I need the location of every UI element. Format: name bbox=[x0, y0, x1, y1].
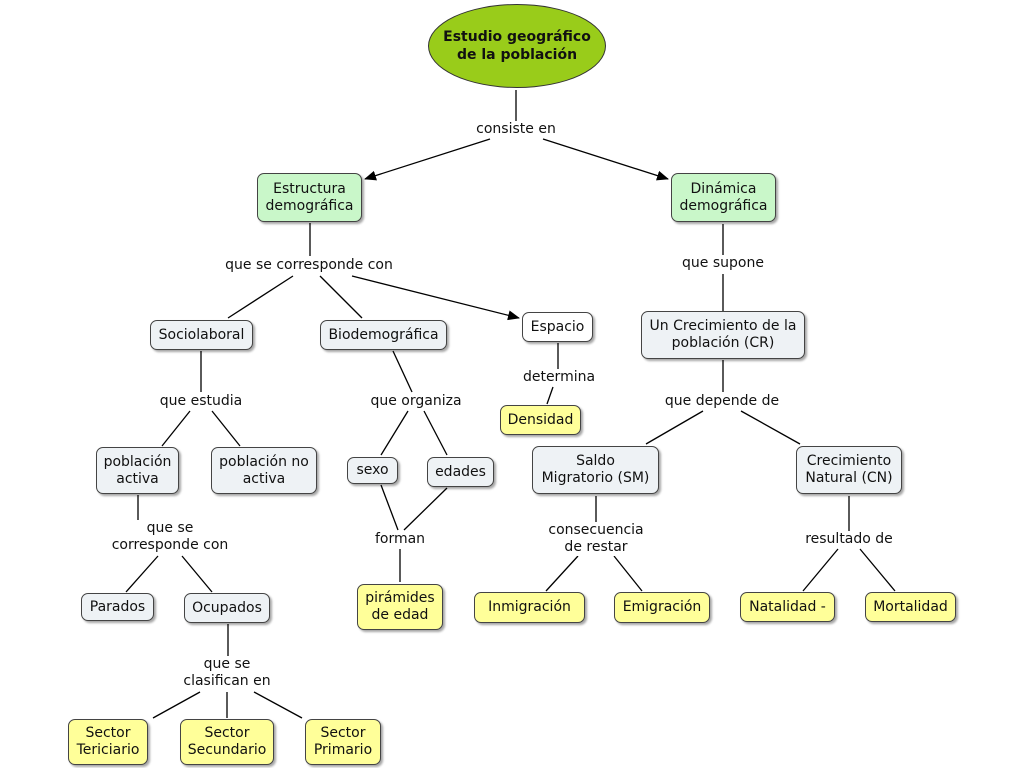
node-sociolaboral[interactable]: Sociolaboral bbox=[150, 320, 253, 350]
node-mortalidad[interactable]: Mortalidad bbox=[865, 592, 956, 622]
edge-resultado-natalidad bbox=[802, 548, 839, 592]
edge-estudia-activa bbox=[161, 410, 191, 447]
edge-edades-forman bbox=[403, 487, 448, 531]
edge-sexo-forman bbox=[380, 484, 399, 531]
edge-organiza-sexo bbox=[380, 410, 409, 456]
edge-resultado-mortalidad bbox=[859, 548, 896, 592]
node-poblacion-activa[interactable]: población activa bbox=[96, 447, 179, 494]
root-concept[interactable]: Estudio geográfico de la población bbox=[428, 4, 606, 88]
edge-consecuencia-emigracion bbox=[613, 555, 643, 592]
link-consecuencia-de-restar: consecuencia de restar bbox=[546, 522, 646, 556]
link-que-se-corresponde-con: que se corresponde con bbox=[223, 257, 395, 274]
node-crecimiento-poblacion[interactable]: Un Crecimiento de la población (CR) bbox=[641, 311, 805, 359]
link-forman: forman bbox=[372, 531, 428, 548]
node-crecimiento-natural[interactable]: Crecimiento Natural (CN) bbox=[796, 446, 902, 494]
edge-organiza-edades bbox=[423, 410, 448, 456]
edge-clasifican-primario bbox=[253, 691, 303, 719]
edge-corresponde2-ocupados bbox=[181, 555, 213, 593]
node-inmigracion[interactable]: Inmigración bbox=[474, 592, 585, 623]
node-densidad[interactable]: Densidad bbox=[500, 405, 581, 435]
edge-depende-natural bbox=[740, 410, 801, 445]
link-que-organiza: que organiza bbox=[368, 393, 464, 410]
link-que-supone: que supone bbox=[680, 255, 766, 272]
link-que-se-corresponde-con-2: que se corresponde con bbox=[109, 520, 231, 554]
edge-arrow-estructura bbox=[364, 138, 491, 181]
edge-determina-densidad bbox=[546, 386, 554, 405]
node-biodemografica[interactable]: Biodemográfica bbox=[320, 320, 447, 350]
edge-estudia-noactiva bbox=[211, 410, 241, 447]
edge-arrow-espacio bbox=[351, 275, 520, 321]
node-parados[interactable]: Parados bbox=[81, 593, 154, 621]
link-determina: determina bbox=[520, 369, 598, 386]
link-que-se-clasifican-en: que se clasifican en bbox=[181, 656, 273, 690]
node-ocupados[interactable]: Ocupados bbox=[184, 593, 270, 623]
link-resultado-de: resultado de bbox=[803, 531, 895, 548]
node-poblacion-no-activa[interactable]: población no activa bbox=[211, 447, 317, 494]
edge-consecuencia-inmigracion bbox=[545, 555, 579, 592]
link-que-depende-de: que depende de bbox=[662, 393, 782, 410]
edge-bio-organiza bbox=[392, 350, 413, 393]
edge-arrow-dinamica bbox=[542, 138, 669, 181]
node-espacio[interactable]: Espacio bbox=[522, 312, 593, 342]
link-que-estudia: que estudia bbox=[157, 393, 245, 410]
node-sector-terciario[interactable]: Sector Tericiario bbox=[68, 719, 148, 765]
node-sector-secundario[interactable]: Sector Secundario bbox=[180, 719, 274, 765]
node-edades[interactable]: edades bbox=[427, 457, 494, 487]
edge-corresponde2-parados bbox=[125, 555, 159, 593]
node-sexo[interactable]: sexo bbox=[347, 457, 398, 484]
edge-clasifican-terciario bbox=[152, 691, 201, 719]
node-emigracion[interactable]: Emigración bbox=[614, 592, 710, 623]
node-piramides-de-edad[interactable]: pirámides de edad bbox=[357, 584, 443, 630]
node-natalidad[interactable]: Natalidad - bbox=[740, 592, 835, 622]
edge-corresponde-sociolaboral bbox=[227, 275, 294, 319]
edge-depende-saldo bbox=[645, 410, 704, 445]
node-dinamica-demografica[interactable]: Dinámica demográfica bbox=[671, 173, 776, 222]
link-consiste-en: consiste en bbox=[474, 121, 558, 138]
node-estructura-demografica[interactable]: Estructura demográfica bbox=[257, 173, 362, 222]
edge-corresponde-biodemografica bbox=[319, 275, 363, 319]
node-saldo-migratorio[interactable]: Saldo Migratorio (SM) bbox=[532, 446, 659, 494]
node-sector-primario[interactable]: Sector Primario bbox=[305, 719, 381, 765]
